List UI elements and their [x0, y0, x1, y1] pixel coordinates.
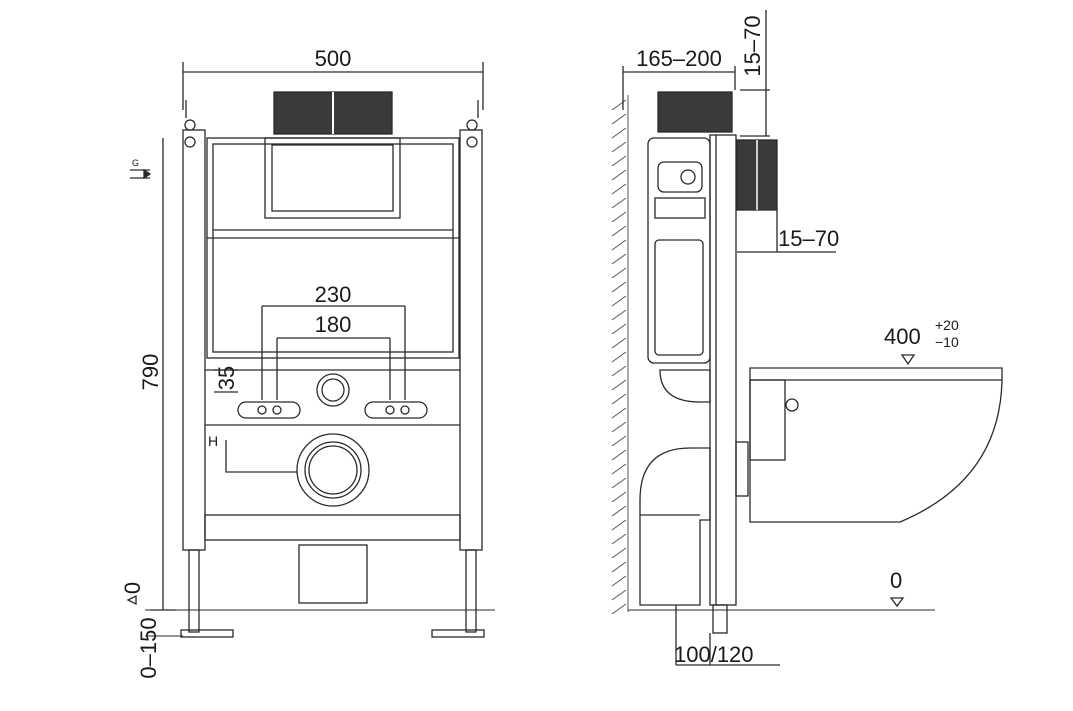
- panel-adjust-label: 15–70: [778, 226, 839, 251]
- hatch-line: [611, 365, 627, 377]
- hatch-line: [611, 113, 627, 125]
- panel-adjust-dimension: [737, 210, 836, 253]
- pipe-outer-dimension: [261, 305, 406, 400]
- hatch-line: [611, 491, 627, 503]
- hatch-line: [611, 421, 627, 433]
- flush-outlet: [316, 373, 350, 407]
- hatch-line: [611, 197, 627, 209]
- width-dimension: [182, 62, 484, 110]
- hatch-line: [611, 99, 627, 111]
- zero-level-marker-icon: [126, 594, 137, 606]
- side-pan-connector: [735, 441, 749, 497]
- hatch-line: [611, 141, 627, 153]
- hatch-line: [611, 463, 627, 475]
- h-marker: H: [208, 433, 218, 449]
- drain-label: 100/120: [674, 642, 754, 667]
- hatch-line: [611, 309, 627, 321]
- hatch-line: [611, 169, 627, 181]
- pipe-outer-label: 230: [315, 282, 352, 307]
- top-adjust-label: 15–70: [740, 15, 765, 76]
- hatch-line: [611, 183, 627, 195]
- hatch-line: [611, 519, 627, 531]
- hatch-line: [611, 477, 627, 489]
- hatch-line: [611, 155, 627, 167]
- pan-level-marker-icon: [900, 354, 916, 366]
- pan-connector: [296, 433, 370, 507]
- drain-box: [298, 544, 368, 604]
- front-view: 500 790 G 0 0–150: [120, 46, 495, 679]
- depth-label: 165–200: [636, 46, 722, 71]
- depth-dimension: [622, 66, 736, 110]
- hatch-line: [611, 127, 627, 139]
- side-zero-label: 0: [890, 568, 902, 593]
- hatch-line: [611, 225, 627, 237]
- wall-hatch-lines: [611, 99, 627, 615]
- hatch-line: [611, 435, 627, 447]
- hatch-line: [611, 351, 627, 363]
- pipe-inner-dimension: [276, 337, 391, 400]
- side-frame: [709, 134, 737, 634]
- frame-right-upright: [431, 100, 485, 638]
- level-symbol-icon: [130, 168, 152, 180]
- hatch-line: [611, 295, 627, 307]
- hatch-line: [611, 253, 627, 265]
- top-adjust-dimension: [740, 10, 770, 137]
- hatch-line: [611, 561, 627, 573]
- side-view: 165–200 15–70 15: [611, 10, 1003, 667]
- hatch-line: [611, 449, 627, 461]
- adjust-range-label: 0–150: [136, 617, 161, 678]
- hatch-line: [611, 407, 627, 419]
- frame-left-upright: [180, 100, 234, 638]
- side-flush-panel: [657, 91, 733, 133]
- zero-level-label: 0: [120, 582, 145, 594]
- height-label: 790: [138, 354, 163, 391]
- hatch-line: [611, 267, 627, 279]
- hatch-line: [611, 603, 627, 615]
- pan-height-label: 400: [884, 324, 921, 349]
- mounting-bolt-slots: [237, 401, 428, 419]
- hatch-line: [611, 533, 627, 545]
- wall-symbol-text: G: [132, 158, 139, 168]
- hatch-line: [611, 589, 627, 601]
- floor-level-marker-icon: [889, 597, 905, 608]
- hatch-line: [611, 281, 627, 293]
- flush-bend: [659, 369, 711, 403]
- hatch-line: [611, 211, 627, 223]
- flush-panel: [273, 91, 393, 135]
- hatch-line: [611, 379, 627, 391]
- hatch-line: [611, 323, 627, 335]
- side-cistern: [647, 137, 711, 364]
- pipe-inner-label: 180: [315, 312, 352, 337]
- drain-elbow: [639, 447, 711, 606]
- hatch-line: [611, 393, 627, 405]
- width-label: 500: [315, 46, 352, 71]
- cistern: [206, 137, 460, 359]
- hatch-line: [611, 505, 627, 517]
- hatch-line: [611, 239, 627, 251]
- wall-hung-pan: [749, 367, 1003, 523]
- hatch-line: [611, 337, 627, 349]
- tolerance-minus: −10: [935, 334, 959, 350]
- hatch-line: [611, 575, 627, 587]
- tolerance-plus: +20: [935, 317, 959, 333]
- hatch-line: [611, 547, 627, 559]
